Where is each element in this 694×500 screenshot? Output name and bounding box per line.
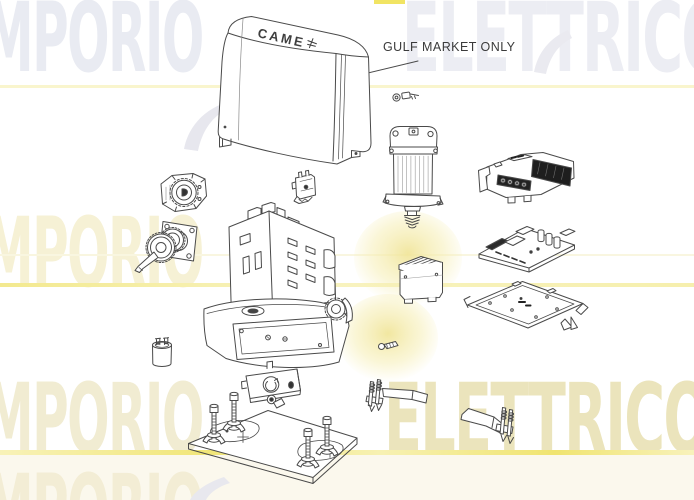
watermark-logo-blob — [338, 294, 438, 382]
control-box-plate — [464, 282, 588, 331]
limit-bracket-left — [366, 380, 428, 412]
gulf-market-callout: GULF MARKET ONLY — [383, 40, 516, 54]
control-unit — [479, 153, 575, 204]
anchor-bolt — [202, 403, 226, 445]
small-clip — [379, 342, 399, 350]
release-knob — [267, 395, 284, 408]
release-door — [242, 361, 301, 402]
watermark-text: ELETTRICO — [402, 0, 694, 86]
screw-pin — [393, 92, 419, 101]
capacitor — [153, 338, 172, 367]
microswitch — [292, 170, 316, 203]
watermark-line — [0, 283, 694, 287]
worm-gear-shaft — [135, 222, 197, 273]
base-plate — [189, 391, 358, 483]
gear-housing — [204, 298, 352, 367]
footprint-outline — [298, 440, 343, 460]
watermark-swoosh — [190, 477, 230, 500]
limit-bracket-right — [461, 408, 514, 444]
watermark-text: MPORIO — [0, 0, 204, 94]
transformer — [399, 257, 443, 304]
watermark-swoosh — [184, 104, 226, 151]
came-symbol-icon — [307, 38, 318, 49]
motor — [383, 127, 443, 228]
watermark-swoosh — [534, 30, 572, 74]
watermark-line — [374, 0, 405, 4]
watermark-tint — [0, 455, 694, 500]
anchor-bolt — [222, 391, 246, 433]
watermark-line — [0, 254, 694, 256]
limit-switch-gear — [161, 174, 207, 212]
cover: CAME — [218, 17, 371, 165]
control-board — [479, 227, 575, 273]
